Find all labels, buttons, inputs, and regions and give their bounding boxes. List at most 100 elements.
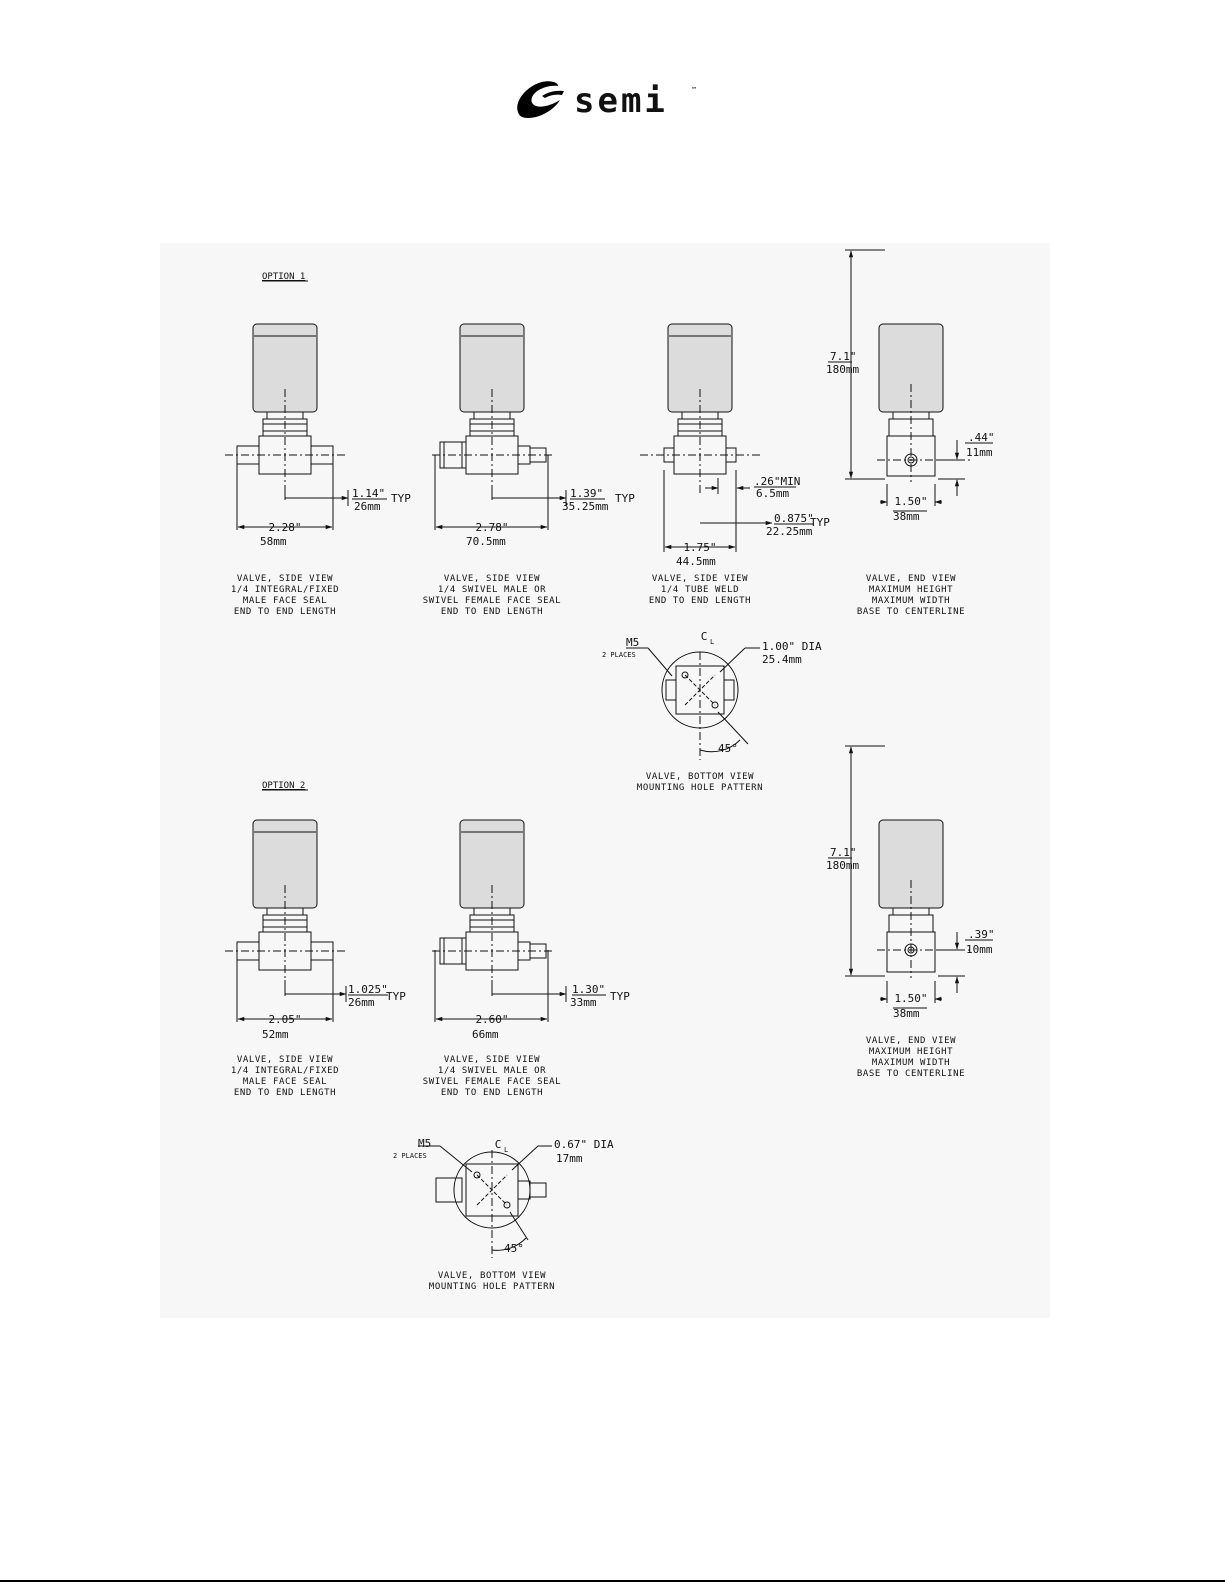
view-caption: 1/4 INTEGRAL/FIXED — [231, 585, 339, 595]
drawing-geometry — [225, 249, 993, 1258]
dimension-label: 6.5mm — [756, 487, 789, 500]
angle-line — [717, 711, 749, 745]
bolt-circle-in: 1.00" DIA — [762, 640, 822, 653]
view-caption: SWIVEL FEMALE FACE SEAL — [423, 1077, 561, 1087]
page-bottom-rule — [0, 1580, 1225, 1582]
view-caption: END TO END LENGTH — [234, 1088, 336, 1098]
dimension-label: 22.25mm — [766, 525, 813, 538]
view-caption: VALVE, SIDE VIEW — [444, 574, 540, 584]
view-caption: MAXIMUM HEIGHT — [869, 585, 953, 595]
hole-count: 2 PLACES — [393, 1152, 427, 1160]
mounting-hole — [681, 671, 689, 679]
dimension-label: 33mm — [570, 996, 597, 1009]
semi-swoosh-icon — [517, 81, 564, 118]
end-length-in: 2.28" — [268, 521, 301, 534]
leader-line — [439, 1145, 473, 1173]
height-in: 7.1" — [830, 846, 857, 859]
half-length-in: 0.875" — [774, 512, 814, 525]
actuator-body — [459, 323, 525, 413]
actuator-body — [252, 323, 318, 413]
dimension-label: 44.5mm — [676, 555, 716, 568]
view-caption: VALVE, SIDE VIEW — [237, 1055, 333, 1065]
dimension-label: 45° — [504, 1242, 524, 1255]
swivel-male-port — [529, 1182, 547, 1198]
port-right — [723, 679, 735, 701]
leader-line — [719, 647, 746, 673]
dimension-label: 17mm — [556, 1152, 583, 1165]
actuator-body — [667, 323, 733, 413]
swivel-male-nut — [517, 1180, 531, 1200]
half-length-in: 1.39" — [570, 487, 603, 500]
view-caption: VALVE, END VIEW — [866, 574, 956, 584]
height-in: 7.1" — [830, 350, 857, 363]
view-caption: END TO END LENGTH — [441, 607, 543, 617]
view-caption: END TO END LENGTH — [234, 607, 336, 617]
hole-diagonal — [476, 1174, 508, 1206]
hole-count: 2 PLACES — [602, 651, 636, 659]
view-caption: VALVE, BOTTOM VIEW — [438, 1271, 546, 1281]
dimension-label: 26mm — [354, 500, 381, 513]
dimension-label: 25.4mm — [762, 653, 802, 666]
end-length-in: 2.60" — [475, 1013, 508, 1026]
centerline-symbol: C — [495, 1138, 502, 1151]
view-caption: MAXIMUM WIDTH — [872, 1058, 950, 1068]
dimension-label: 38mm — [893, 510, 920, 523]
view-caption: 1/4 SWIVEL MALE OR — [438, 585, 546, 595]
half-length-in: 1.025" — [348, 983, 388, 996]
base-height-in: .39" — [968, 928, 995, 941]
typ-label: TYP — [610, 990, 630, 1003]
trademark-mark: ™ — [692, 86, 696, 94]
angle-arc — [699, 739, 741, 753]
view-caption: VALVE, SIDE VIEW — [444, 1055, 540, 1065]
centerline-symbol: C — [701, 630, 708, 643]
view-caption: SWIVEL FEMALE FACE SEAL — [423, 596, 561, 606]
hole-size: M5 — [626, 636, 639, 649]
view-caption: VALVE, SIDE VIEW — [652, 574, 748, 584]
dimension-label: 180mm — [826, 859, 859, 872]
hole-diagonal — [684, 674, 716, 706]
view-caption: BASE TO CENTERLINE — [857, 607, 965, 617]
view-caption: MALE FACE SEAL — [243, 596, 327, 606]
width-in: 1.50" — [894, 495, 927, 508]
dimension-label: 45° — [718, 742, 738, 755]
typ-label: TYP — [615, 492, 635, 505]
dimension-label: 58mm — [260, 535, 287, 548]
dimension-label: 70.5mm — [466, 535, 506, 548]
brand-name: semi — [574, 81, 668, 121]
angle-line — [509, 1211, 529, 1241]
option-1-label: OPTION 1 — [262, 272, 305, 282]
drawing-sheet — [160, 243, 1050, 1318]
view-caption: 1/4 TUBE WELD — [661, 585, 739, 595]
dimension-label: 66mm — [472, 1028, 499, 1041]
typ-label: TYP — [386, 990, 406, 1003]
view-caption: END TO END LENGTH — [649, 596, 751, 606]
dimension-label: 35.25mm — [562, 500, 609, 513]
centerline-symbol-sub: L — [504, 1146, 508, 1154]
view-caption: END TO END LENGTH — [441, 1088, 543, 1098]
mounting-hole — [711, 701, 719, 709]
view-caption: MOUNTING HOLE PATTERN — [429, 1282, 555, 1292]
angle-arc — [491, 1237, 527, 1251]
port-left — [665, 679, 677, 701]
half-length-in: 1.14" — [352, 487, 385, 500]
base-height-in: .44" — [968, 431, 995, 444]
hole-size: M5 — [418, 1137, 431, 1150]
view-caption: VALVE, END VIEW — [866, 1036, 956, 1046]
dimension-label: 180mm — [826, 363, 859, 376]
view-caption: MOUNTING HOLE PATTERN — [637, 783, 763, 793]
view-caption: BASE TO CENTERLINE — [857, 1069, 965, 1079]
view-caption: VALVE, SIDE VIEW — [237, 574, 333, 584]
min-length-in: .26"MIN — [754, 475, 800, 488]
dimension-label: 11mm — [966, 446, 993, 459]
actuator-body — [459, 819, 525, 909]
dimension-label: 10mm — [966, 943, 993, 956]
mounting-hole — [473, 1171, 481, 1179]
leader-line — [511, 1145, 539, 1171]
actuator-body — [252, 819, 318, 909]
option-2-label: OPTION 2 — [262, 781, 305, 791]
view-caption: 1/4 SWIVEL MALE OR — [438, 1066, 546, 1076]
end-length-in: 2.05" — [268, 1013, 301, 1026]
view-caption: VALVE, BOTTOM VIEW — [646, 772, 754, 782]
